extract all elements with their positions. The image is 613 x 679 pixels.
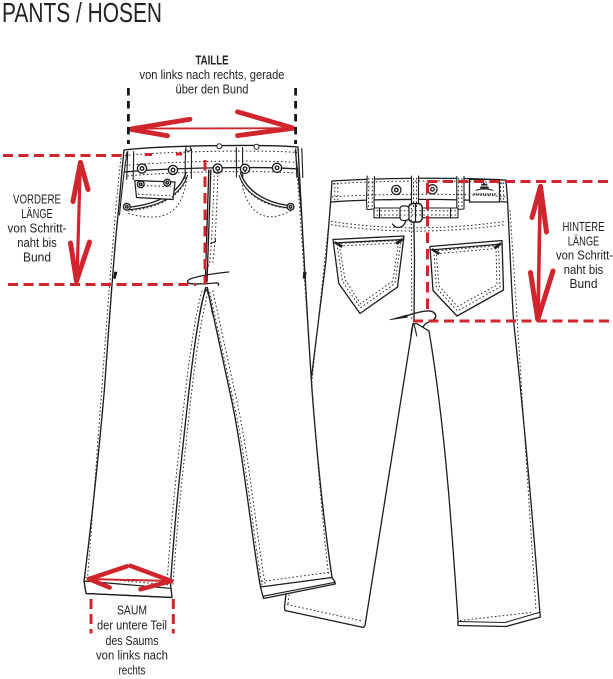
svg-text:von Schritt-: von Schritt- (556, 248, 613, 263)
svg-text:der untere Teil: der untere Teil (97, 618, 167, 633)
svg-text:über den Bund: über den Bund (176, 82, 249, 97)
svg-text:Bund: Bund (570, 276, 598, 291)
svg-text:des Saums: des Saums (106, 633, 159, 648)
svg-text:naht bis: naht bis (564, 262, 604, 277)
svg-text:naht bis: naht bis (17, 235, 57, 250)
svg-text:von links nach: von links nach (96, 648, 168, 663)
svg-text:HINTERE: HINTERE (563, 219, 605, 234)
svg-text:TAILLE: TAILLE (196, 53, 229, 68)
svg-text:LÄNGE: LÄNGE (21, 206, 53, 221)
svg-text:PANTS / HOSEN: PANTS / HOSEN (2, 0, 162, 28)
svg-text:VORDERE: VORDERE (13, 192, 61, 207)
svg-text:von Schritt-: von Schritt- (8, 221, 67, 236)
svg-text:LÄNGE: LÄNGE (568, 234, 600, 249)
svg-text:SAUM: SAUM (117, 603, 147, 618)
svg-text:rechts: rechts (119, 663, 146, 678)
svg-text:von links nach rechts, gerade: von links nach rechts, gerade (140, 67, 285, 82)
svg-text:Bund: Bund (23, 250, 51, 265)
